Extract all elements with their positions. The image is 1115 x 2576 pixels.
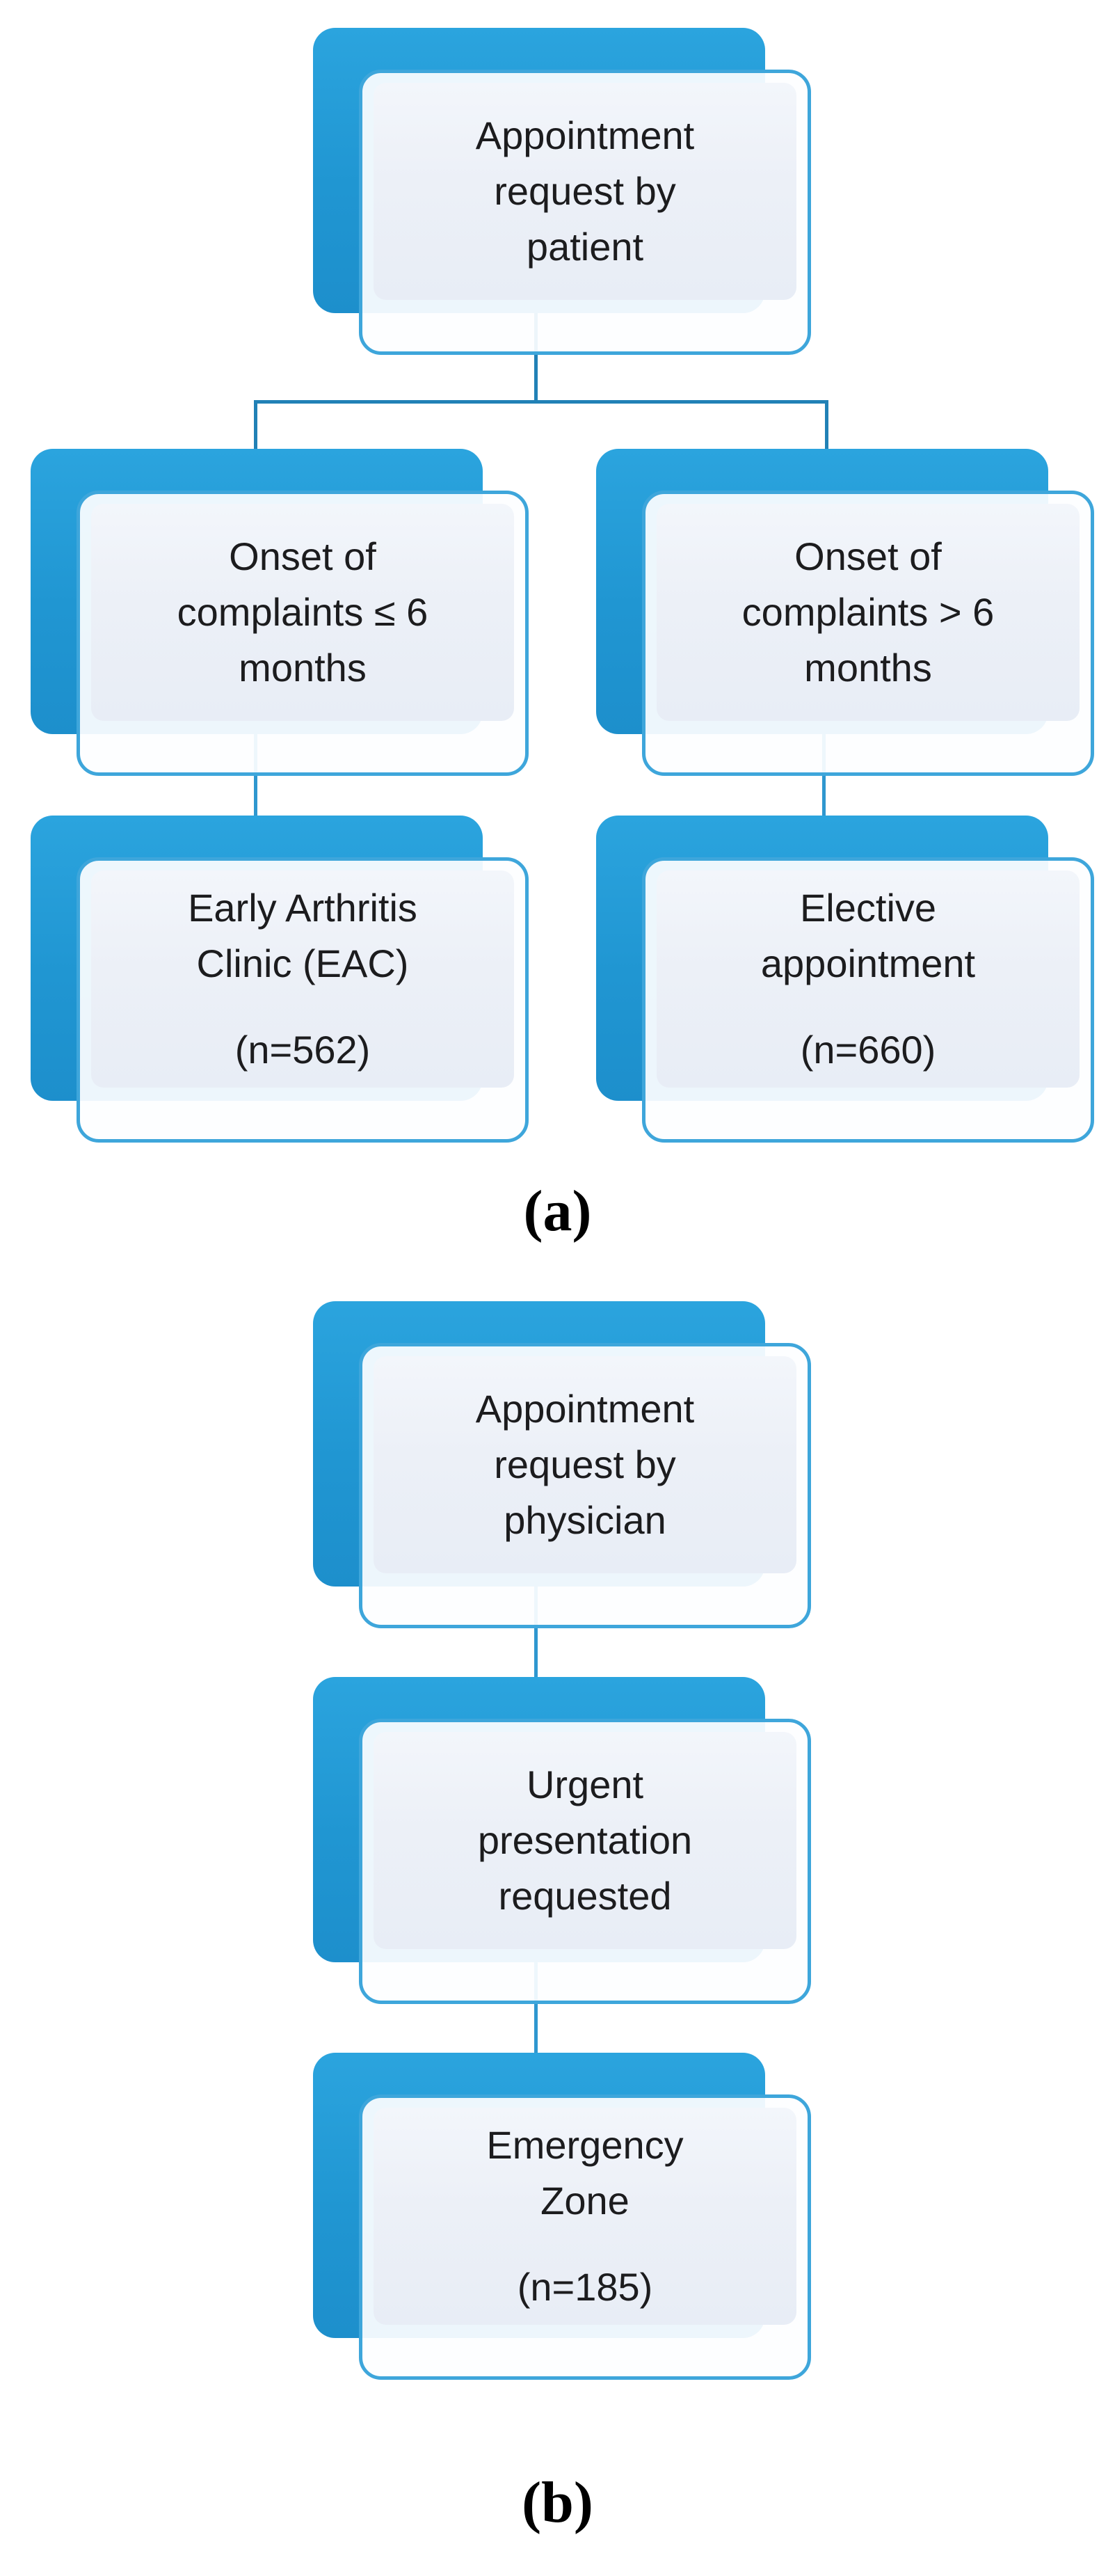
node-count: (n=185) [517, 2265, 653, 2309]
node-front-box: Appointment request by physician [359, 1343, 811, 1628]
node-label: Elective appointment [760, 885, 976, 985]
node-front-box: Emergency Zone (n=185) [359, 2094, 811, 2380]
connector-branch-horizontal [254, 400, 828, 404]
node-front-box: Appointment request by patient [359, 70, 811, 355]
node-count: (n=660) [800, 1028, 936, 1072]
node-label: Appointment request by physician [475, 1386, 695, 1543]
subfigure-label-b: (b) [522, 2470, 593, 2535]
connector-branch-drop-right [825, 400, 828, 459]
node-label: Early Arthritis Clinic (EAC) [188, 885, 417, 985]
node-label: Emergency Zone [486, 2122, 684, 2223]
node-onset-complaints-gt-6: Onset of complaints > 6 months [596, 449, 1097, 779]
node-text-panel: Urgent presentation requested [374, 1732, 796, 1949]
connector-urgent-to-emergency [534, 1948, 538, 2063]
node-front-box: Onset of complaints > 6 months [642, 491, 1094, 776]
node-front-box: Urgent presentation requested [359, 1719, 811, 2004]
node-text-panel: Onset of complaints > 6 months [657, 504, 1080, 721]
node-label: Appointment request by patient [475, 113, 695, 269]
node-text-panel: Emergency Zone (n=185) [374, 2108, 796, 2325]
subfigure-label-a: (a) [523, 1179, 592, 1243]
node-text-panel: Early Arthritis Clinic (EAC) (n=562) [91, 870, 514, 1088]
node-front-box: Early Arthritis Clinic (EAC) (n=562) [77, 857, 529, 1143]
node-count: (n=562) [234, 1028, 371, 1072]
node-front-box: Elective appointment (n=660) [642, 857, 1094, 1143]
connector-branch-drop-left [254, 400, 257, 459]
node-urgent-presentation-requested: Urgent presentation requested [313, 1677, 814, 2007]
connector-physician-to-urgent [534, 1573, 538, 1687]
node-text-panel: Onset of complaints ≤ 6 months [91, 504, 514, 721]
node-early-arthritis-clinic: Early Arthritis Clinic (EAC) (n=562) [31, 816, 531, 1145]
node-appointment-request-patient: Appointment request by patient [313, 28, 814, 358]
node-front-box: Onset of complaints ≤ 6 months [77, 491, 529, 776]
node-text-panel: Appointment request by physician [374, 1356, 796, 1573]
node-label: Urgent presentation requested [477, 1762, 693, 1918]
node-appointment-request-physician: Appointment request by physician [313, 1301, 814, 1631]
node-label: Onset of complaints ≤ 6 months [177, 534, 428, 690]
node-elective-appointment: Elective appointment (n=660) [596, 816, 1097, 1145]
node-label: Onset of complaints > 6 months [741, 534, 995, 690]
node-text-panel: Appointment request by patient [374, 83, 796, 300]
node-emergency-zone: Emergency Zone (n=185) [313, 2053, 814, 2383]
node-text-panel: Elective appointment (n=660) [657, 870, 1080, 1088]
node-onset-complaints-le-6: Onset of complaints ≤ 6 months [31, 449, 531, 779]
